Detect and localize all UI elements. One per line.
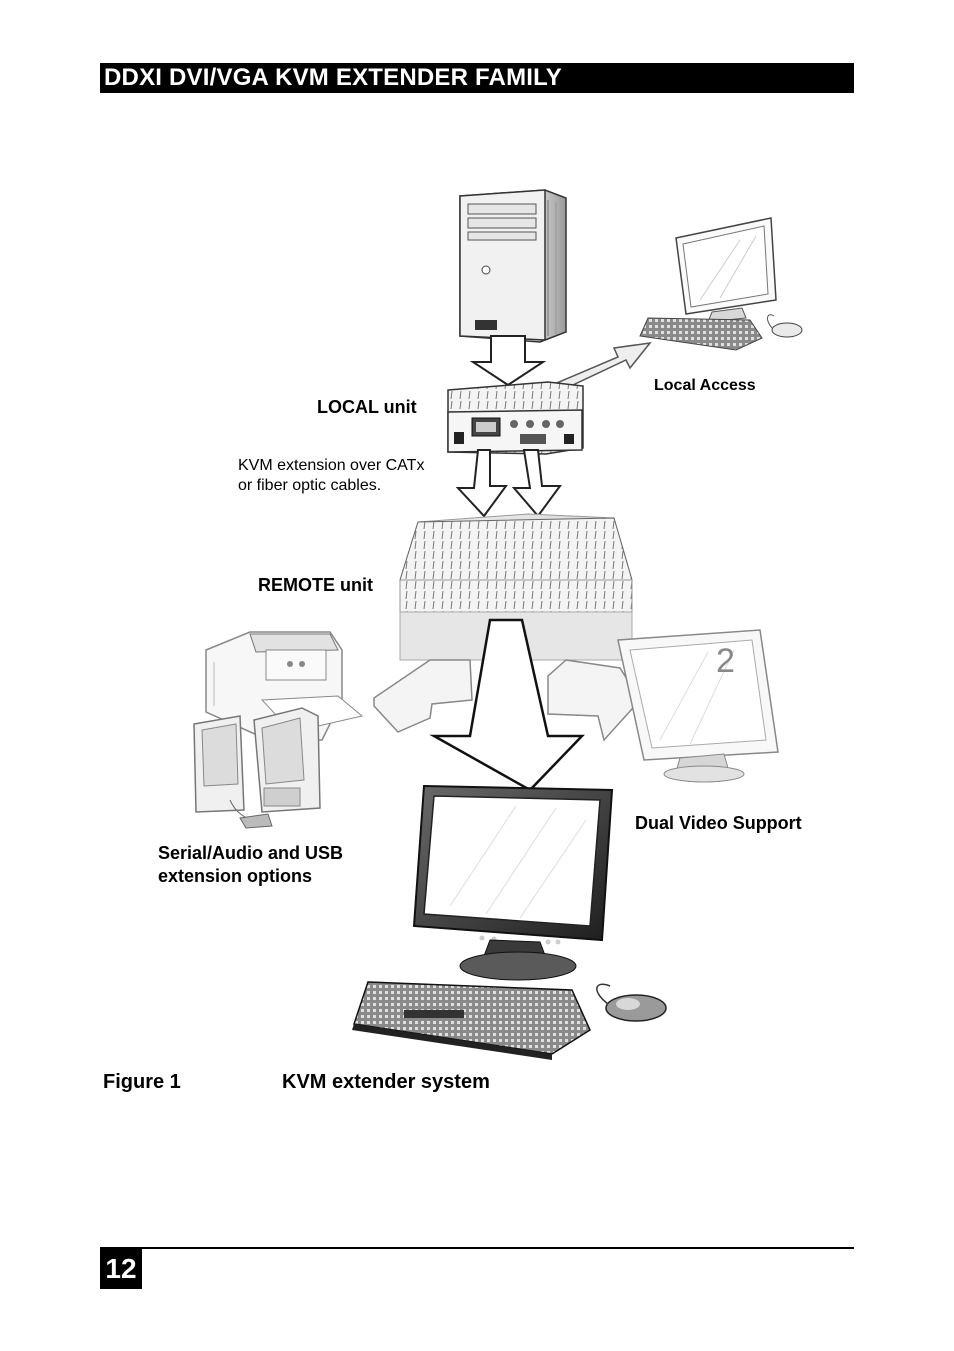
local-to-remote-arrow-left: [455, 449, 508, 518]
local-unit-label: LOCAL unit: [317, 397, 417, 417]
kvm-extension-label-line2: or fiber optic cables.: [238, 477, 382, 494]
serial-audio-usb-label-line1: Serial/Audio and USB: [158, 843, 344, 863]
remote-unit-label: REMOTE unit: [258, 575, 373, 595]
main-monitor-icon: [412, 784, 614, 981]
main-keyboard-icon: [352, 981, 591, 1060]
remote-to-peripherals-arrow: [373, 659, 473, 733]
local-mouse-icon: [767, 314, 803, 338]
local-monitor-icon: [675, 217, 777, 323]
page-number: 12: [100, 1249, 142, 1289]
remote-to-second-monitor-arrow: [547, 659, 641, 742]
local-unit-device-icon: [447, 381, 584, 455]
header-title: DDXI DVI/VGA KVM EXTENDER FAMILY: [104, 64, 563, 91]
local-access-label: Local Access: [654, 377, 756, 394]
page-header: DDXI DVI/VGA KVM EXTENDER FAMILY: [100, 63, 854, 93]
main-mouse-icon: [596, 983, 667, 1022]
serial-audio-usb-label-line2: extension options: [158, 866, 313, 886]
footer-rule: [100, 1247, 854, 1249]
local-to-remote-arrow-right: [511, 449, 562, 518]
speakers-icon: [193, 707, 321, 829]
tower-to-local-arrow: [469, 335, 547, 387]
dual-video-label: Dual Video Support: [635, 813, 802, 833]
local-keyboard-icon: [639, 317, 763, 351]
remote-to-main-monitor-arrow: [429, 618, 585, 792]
remote-unit-device-icon: [399, 513, 633, 661]
second-monitor-icon: [617, 629, 779, 783]
kvm-extension-label-line1: KVM extension over CATx: [238, 457, 425, 474]
computer-tower-icon: [459, 189, 567, 343]
second-monitor-number: 2: [716, 642, 735, 680]
figure-number: Figure 1: [103, 1071, 181, 1093]
figure-title: KVM extender system: [282, 1071, 490, 1093]
